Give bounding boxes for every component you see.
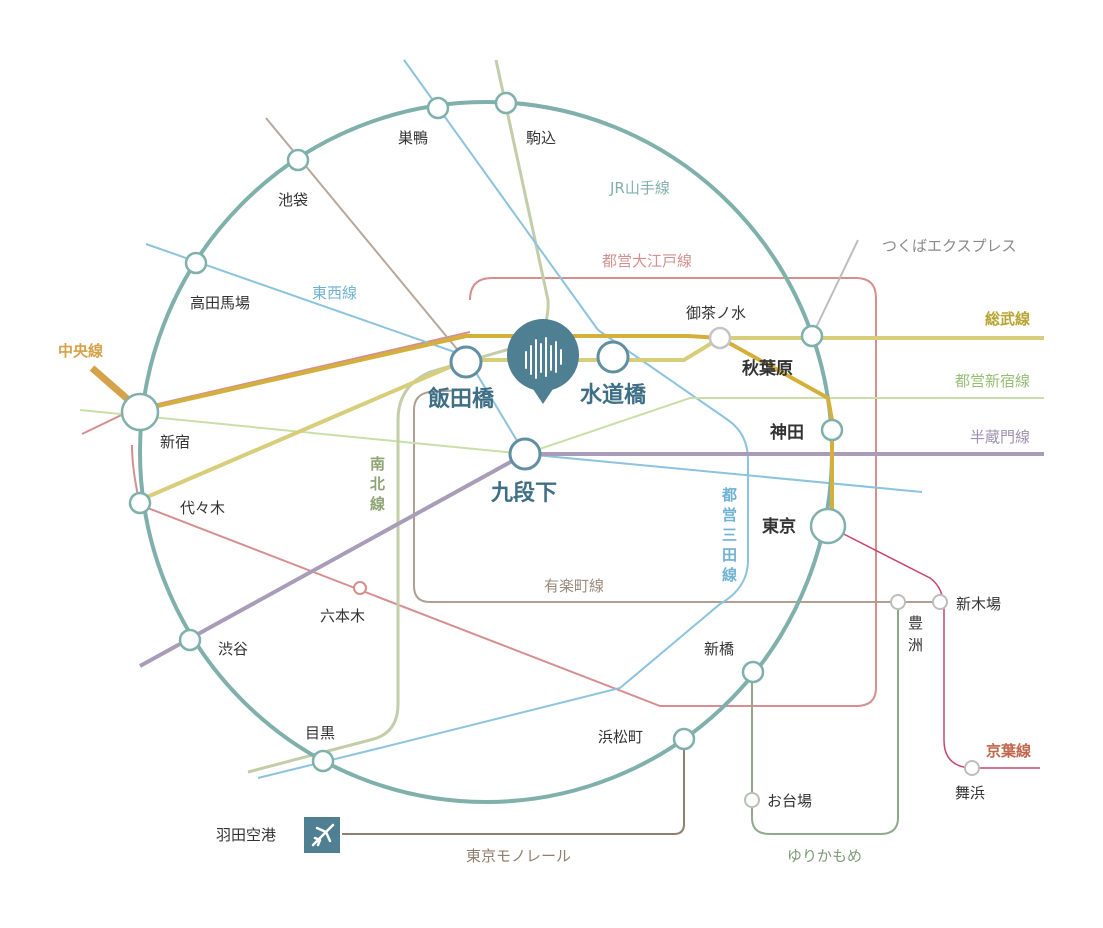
- station-meguro[interactable]: [311, 749, 335, 773]
- station-ikebukuro[interactable]: [286, 148, 310, 172]
- label-hamamatsucho: 浜松町: [598, 728, 643, 746]
- label-kudanshita: 九段下: [490, 480, 557, 506]
- keiyo-line: [827, 525, 1040, 769]
- label-hanzomon: 半蔵門線: [970, 428, 1030, 446]
- label-yamanote: JR山手線: [609, 179, 670, 197]
- chuo-line-main: [139, 334, 834, 421]
- label-ikebukuro: 池袋: [278, 191, 308, 209]
- label-ochanomizu: 御茶ノ水: [686, 304, 746, 322]
- label-shibuya: 渋谷: [218, 640, 248, 658]
- label-shinjuku-line: 都営新宿線: [955, 372, 1030, 390]
- station-maihama[interactable]: [964, 760, 980, 776]
- station-tokyo[interactable]: [809, 507, 847, 545]
- station-roppongi[interactable]: [353, 581, 367, 595]
- station-shibuya[interactable]: [178, 628, 202, 652]
- label-namboku: 南北線: [370, 455, 385, 513]
- label-tx: つくばエクスプレス: [882, 237, 1017, 255]
- label-kanda: 神田: [770, 422, 804, 443]
- label-toyosu: 豊洲: [908, 614, 923, 654]
- mita-line: [257, 329, 749, 779]
- label-iidabashi: 飯田橋: [427, 386, 495, 412]
- monorail-line: [342, 740, 685, 835]
- station-shinkiba[interactable]: [932, 594, 948, 610]
- label-sobu: 総武線: [985, 310, 1030, 328]
- station-akihabara[interactable]: [800, 324, 824, 348]
- label-keiyo: 京葉線: [986, 742, 1031, 760]
- label-tokyo: 東京: [762, 516, 796, 537]
- station-sugamo[interactable]: [426, 96, 450, 120]
- station-yoyogi[interactable]: [128, 491, 152, 515]
- label-chuo: 中央線: [58, 342, 103, 360]
- station-takadanobaba[interactable]: [184, 251, 208, 275]
- building-logo-pin-icon: [507, 319, 579, 404]
- label-mita: 都営三田線: [721, 486, 737, 584]
- label-yurikamome: ゆりかもめ: [787, 847, 862, 865]
- label-shinbashi: 新橋: [704, 640, 734, 658]
- yurikamome-line: [751, 602, 899, 835]
- shinjuku-line: [79, 397, 1044, 456]
- label-oedo: 都営大江戸線: [602, 252, 692, 270]
- station-kanda[interactable]: [820, 418, 844, 442]
- station-shinjuku[interactable]: [120, 392, 160, 432]
- station-odaiba[interactable]: [744, 792, 760, 808]
- label-maihama: 舞浜: [955, 784, 985, 802]
- label-tozai: 東西線: [312, 284, 357, 302]
- label-suidobashi: 水道橋: [580, 382, 647, 408]
- station-shinbashi[interactable]: [741, 660, 765, 684]
- featured-markers: [449, 340, 630, 471]
- label-meguro: 目黒: [305, 724, 335, 742]
- hanzomon-line: [139, 452, 1044, 668]
- sobu-line: [139, 336, 1044, 502]
- label-komagome: 駒込: [526, 129, 556, 147]
- station-suidobashi[interactable]: [596, 340, 630, 374]
- station-iidabashi[interactable]: [449, 345, 483, 379]
- label-roppongi: 六本木: [320, 607, 365, 625]
- label-akihabara: 秋葉原: [742, 358, 793, 379]
- airplane-icon: [304, 817, 340, 853]
- station-komagome[interactable]: [494, 91, 518, 115]
- tx-line: [811, 239, 859, 337]
- label-shinjuku: 新宿: [160, 433, 190, 451]
- station-hamamatsucho[interactable]: [672, 727, 696, 751]
- label-shinkiba: 新木場: [956, 595, 1001, 613]
- yurakucho-line: [413, 389, 940, 603]
- station-toyosu[interactable]: [890, 594, 906, 610]
- station-kudanshita[interactable]: [508, 437, 542, 471]
- label-yoyogi: 代々木: [180, 499, 225, 517]
- tozai-line: [145, 243, 923, 493]
- station-markers: [120, 91, 847, 773]
- label-odaiba: お台場: [767, 792, 812, 810]
- label-yurakucho: 有楽町線: [544, 577, 604, 595]
- label-takadanobaba: 高田馬場: [190, 294, 250, 312]
- label-sugamo: 巣鴨: [398, 129, 428, 147]
- label-haneda: 羽田空港: [216, 826, 276, 844]
- label-monorail: 東京モノレール: [466, 847, 571, 865]
- station-ochanomizu[interactable]: [708, 326, 732, 350]
